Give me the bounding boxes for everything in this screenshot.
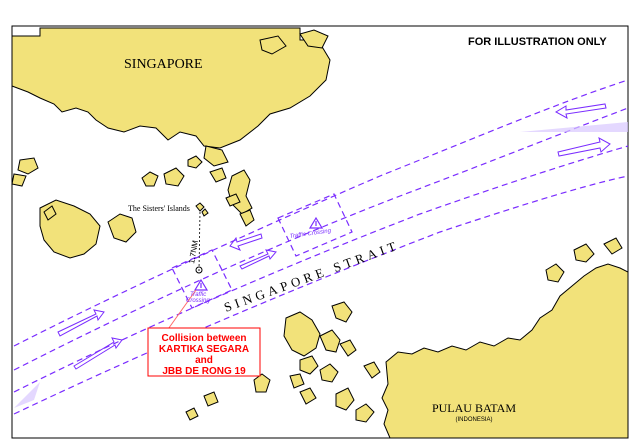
label-traffic-crossing-west-2: Crossing xyxy=(186,298,210,304)
illustration-note: FOR ILLUSTRATION ONLY xyxy=(468,36,607,48)
lane-boundary-separation-south xyxy=(13,145,629,393)
label-traffic-crossing-east: Traffic Crossing xyxy=(289,228,332,240)
land-singapore xyxy=(11,27,331,167)
arrow-westbound-1 xyxy=(554,103,607,119)
incident-position-dot xyxy=(198,269,200,271)
incident-line-3: and xyxy=(195,355,213,366)
label-traffic-crossing-west-1: Traffic xyxy=(190,292,206,298)
lane-arrows xyxy=(57,103,611,370)
traffic-lanes xyxy=(13,79,629,415)
incident-callout-box xyxy=(147,327,261,377)
lane-boundary-south xyxy=(13,175,629,415)
label-distance: 1.7NM xyxy=(187,239,200,264)
land-riau-islands xyxy=(185,301,381,423)
map-frame xyxy=(11,25,629,439)
label-sisters-islands: The Sisters' Islands xyxy=(128,204,190,213)
arrow-westbound-2 xyxy=(229,233,263,251)
traffic-crossing-symbol-west xyxy=(193,278,209,291)
label-indonesia: (INDONESIA) xyxy=(455,417,492,423)
incident-line-2: KARTIKA SEGARA xyxy=(159,344,249,355)
lane-boundary-separation-north xyxy=(13,107,629,371)
callout-leader xyxy=(165,289,197,333)
traffic-crossing-symbol-east xyxy=(308,216,324,229)
land-southern-islands xyxy=(11,155,255,259)
incident-line-4: JBB DE RONG 19 xyxy=(162,366,246,377)
distance-line xyxy=(198,211,201,271)
incident-line-1: Collision between xyxy=(161,333,246,344)
arrow-eastbound-2 xyxy=(73,337,123,370)
arrow-eastbound-3 xyxy=(239,249,277,270)
land-batam xyxy=(381,237,629,439)
crossing-box-east xyxy=(277,193,353,257)
label-singapore-strait: SINGAPORE STRAIT xyxy=(222,237,402,315)
label-singapore: SINGAPORE xyxy=(124,57,203,72)
wake-east xyxy=(520,122,628,132)
lane-boundary-north xyxy=(13,79,629,347)
wake-west xyxy=(14,382,40,408)
arrow-eastbound-4 xyxy=(557,137,611,157)
arrow-eastbound-1 xyxy=(57,309,105,337)
label-pulau-batam: PULAU BATAM xyxy=(432,401,516,415)
